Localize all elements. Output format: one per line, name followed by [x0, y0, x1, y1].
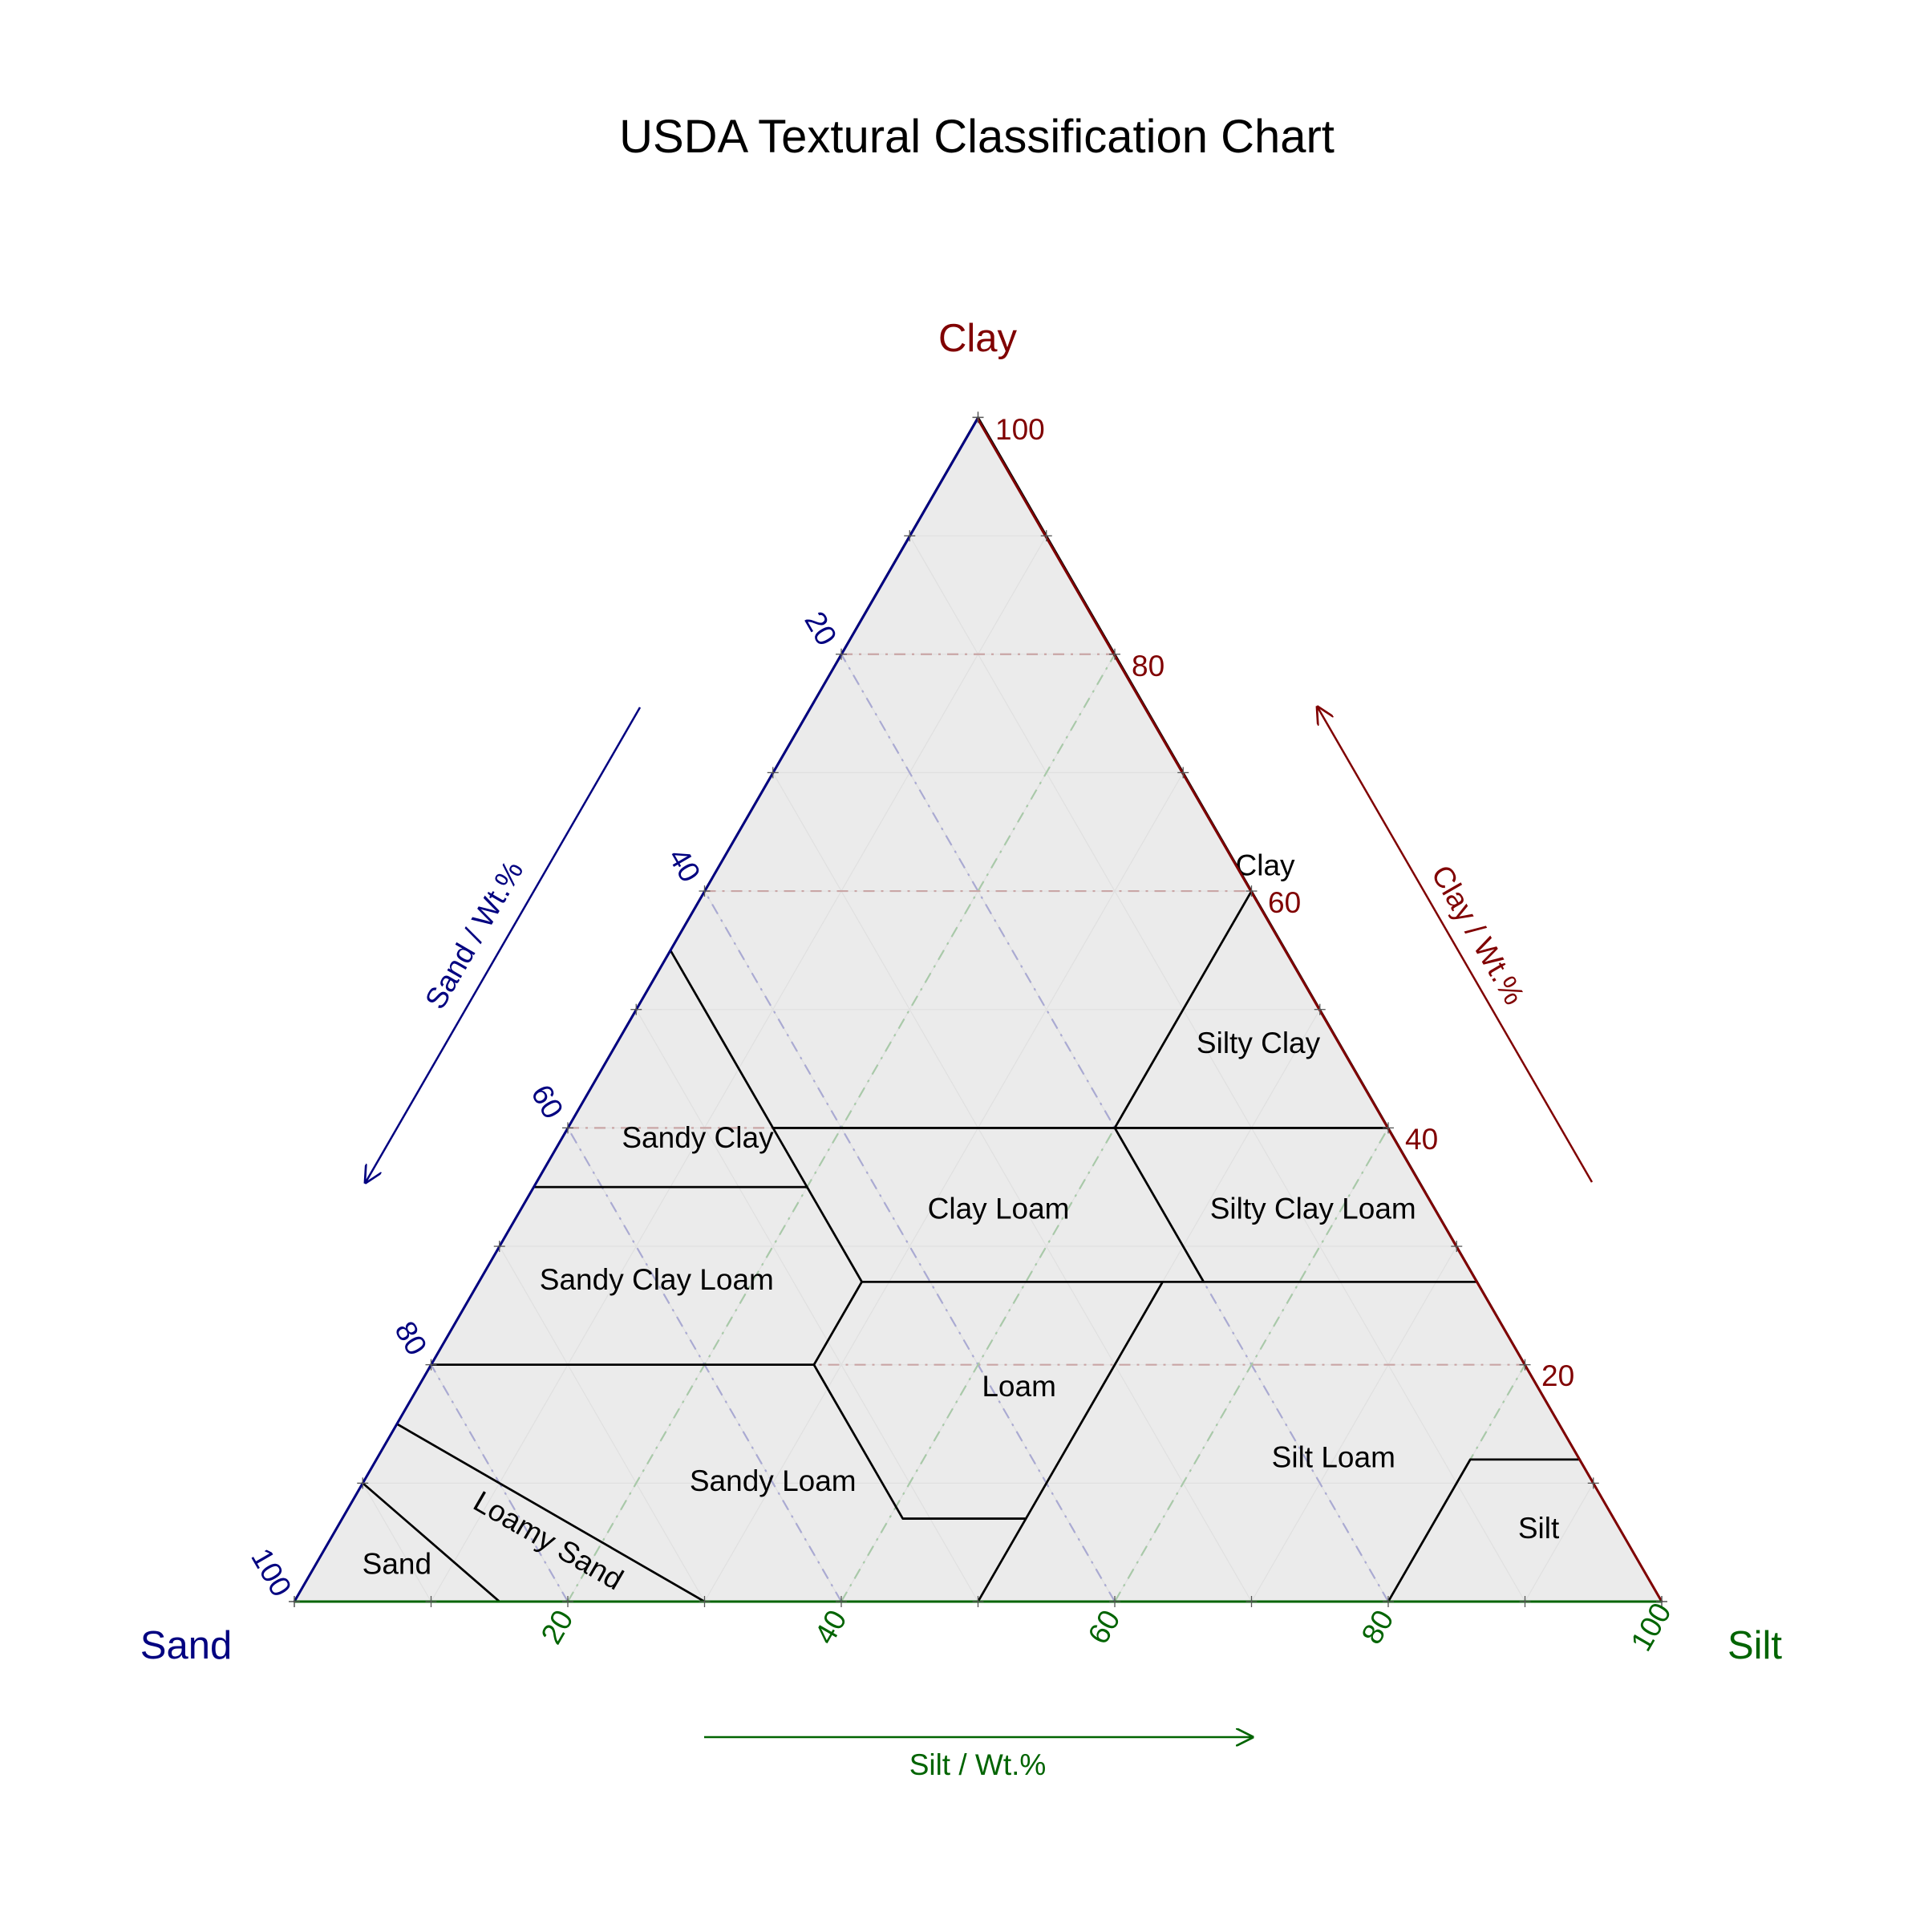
silt-tick-80: 80 — [1355, 1605, 1400, 1650]
region-label-clay: Clay — [1236, 849, 1296, 881]
clay-tick-20: 20 — [1541, 1359, 1574, 1392]
region-label-sandy-loam: Sandy Loam — [690, 1464, 857, 1497]
sand-tick-80: 80 — [388, 1316, 433, 1361]
clay-direction-arrow — [1318, 707, 1594, 1183]
silt-axis-label: Silt / Wt.% — [909, 1748, 1047, 1781]
clay-tick-100: 100 — [995, 413, 1045, 446]
region-label-clay-loam: Clay Loam — [928, 1193, 1070, 1225]
sand-tick-40: 40 — [662, 843, 707, 888]
ref-line-silt — [1114, 1127, 1389, 1602]
clay-tick-40: 40 — [1405, 1123, 1438, 1156]
silt-tick-60: 60 — [1082, 1605, 1127, 1650]
region-label-silt: Silt — [1518, 1512, 1560, 1545]
corner-label-clay: Clay — [938, 317, 1018, 360]
plot-background — [294, 419, 1662, 1602]
sand-tick-60: 60 — [525, 1079, 569, 1124]
clay-axis-label: Clay / Wt.% — [1425, 860, 1531, 1011]
region-label-loam: Loam — [982, 1370, 1056, 1403]
grid-line-silt — [703, 772, 1184, 1602]
grid-line-sand — [362, 1483, 432, 1602]
clay-tick-80: 80 — [1132, 650, 1164, 682]
chart-title: USDA Textural Classification Chart — [619, 111, 1335, 163]
region-label-silty-clay: Silty Clay — [1197, 1027, 1321, 1059]
grid-line-sand — [635, 1009, 979, 1602]
sand-direction-arrow — [366, 707, 642, 1182]
ref-line-silt — [840, 890, 1253, 1602]
corner-label-silt: Silt — [1727, 1624, 1782, 1667]
clay-tick-60: 60 — [1268, 886, 1301, 919]
grid-line-silt — [1524, 1483, 1594, 1602]
grid-line-sand — [772, 772, 1253, 1602]
region-label-sandy-clay: Sandy Clay — [622, 1121, 774, 1154]
sand-tick-100: 100 — [245, 1543, 298, 1602]
region-label-sandy-clay-loam: Sandy Clay Loam — [540, 1263, 774, 1296]
region-label-silt-loam: Silt Loam — [1272, 1441, 1395, 1474]
silt-tick-40: 40 — [808, 1605, 853, 1650]
silt-tick-labels: 20 40 60 80 100 — [535, 1598, 1678, 1657]
grid-line-sand — [909, 535, 1526, 1602]
sand-tick-20: 20 — [798, 606, 843, 651]
region-label-sand: Sand — [363, 1547, 431, 1580]
grid-line-silt — [1250, 1245, 1457, 1602]
tick-marks — [289, 411, 1667, 1607]
grid-line-sand — [499, 1245, 706, 1602]
sand-axis-label: Sand / Wt.% — [419, 855, 529, 1015]
corner-label-sand: Sand — [140, 1624, 232, 1667]
region-label-silty-clay-loam: Silty Clay Loam — [1210, 1193, 1416, 1225]
silt-tick-100: 100 — [1624, 1598, 1677, 1657]
clay-tick-labels: 20 40 60 80 100 — [995, 413, 1574, 1392]
silt-tick-20: 20 — [535, 1605, 580, 1650]
